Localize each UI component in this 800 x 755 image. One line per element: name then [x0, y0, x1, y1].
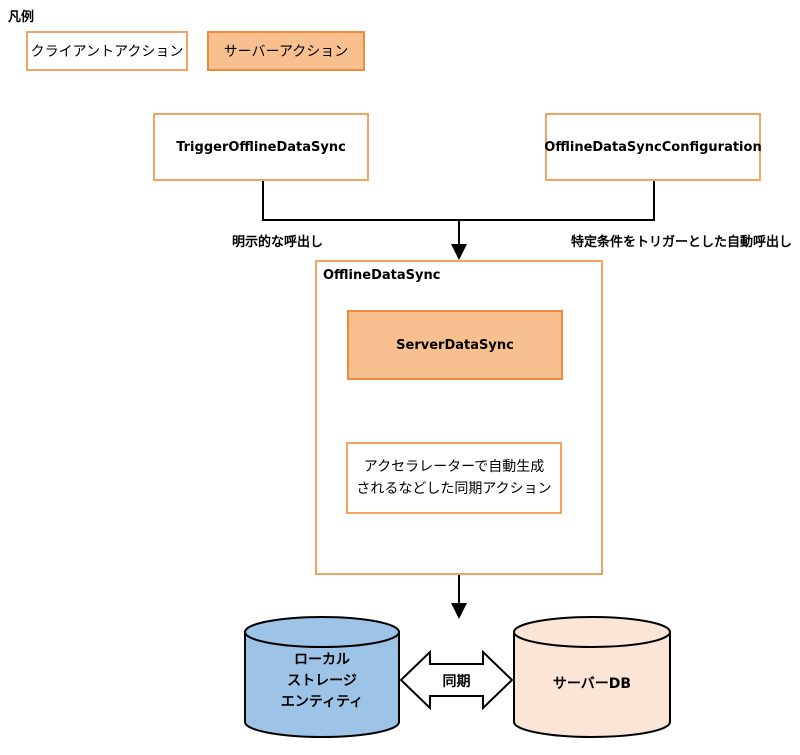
local-storage-line2: ストレージ: [287, 673, 357, 689]
local-storage-line3: エンティティ: [280, 694, 364, 710]
offline-data-sync-container: OfflineDataSync: [315, 260, 603, 575]
local-storage-line1: ローカル: [294, 652, 350, 668]
sync-action-box: アクセラレーターで自動生成 されるなどした同期アクション: [346, 442, 562, 514]
sync-label: 同期: [442, 674, 471, 690]
server-db-cylinder: [513, 616, 671, 738]
sync-double-arrow: [399, 649, 514, 711]
sync-action-line1: アクセラレーターで自動生成: [363, 459, 545, 475]
offline-data-sync-title: OfflineDataSync: [323, 268, 441, 283]
legend-client-action-label: クライアントアクション: [30, 44, 184, 60]
offline-data-sync-configuration-label: OfflineDataSyncConfiguration: [544, 139, 762, 155]
trigger-offline-data-sync-label: TriggerOfflineDataSync: [176, 139, 346, 155]
local-storage-cylinder: [244, 616, 400, 738]
auto-call-label: 特定条件をトリガーとした自動呼出し: [571, 235, 793, 250]
server-data-sync-box: ServerDataSync: [347, 310, 563, 380]
server-data-sync-label: ServerDataSync: [396, 337, 514, 353]
legend-client-action: クライアントアクション: [26, 31, 188, 71]
trigger-offline-data-sync-box: TriggerOfflineDataSync: [153, 113, 369, 181]
legend-server-action-label: サーバーアクション: [223, 44, 349, 60]
explicit-call-label: 明示的な呼出し: [232, 235, 324, 250]
local-storage-label: ローカル ストレージ エンティティ: [245, 650, 399, 713]
legend-title: 凡例: [8, 10, 35, 25]
legend-server-action: サーバーアクション: [207, 31, 365, 71]
server-db-label: サーバーDB: [552, 676, 632, 692]
offline-data-sync-configuration-box: OfflineDataSyncConfiguration: [544, 113, 762, 181]
sync-action-line2: されるなどした同期アクション: [356, 481, 552, 497]
